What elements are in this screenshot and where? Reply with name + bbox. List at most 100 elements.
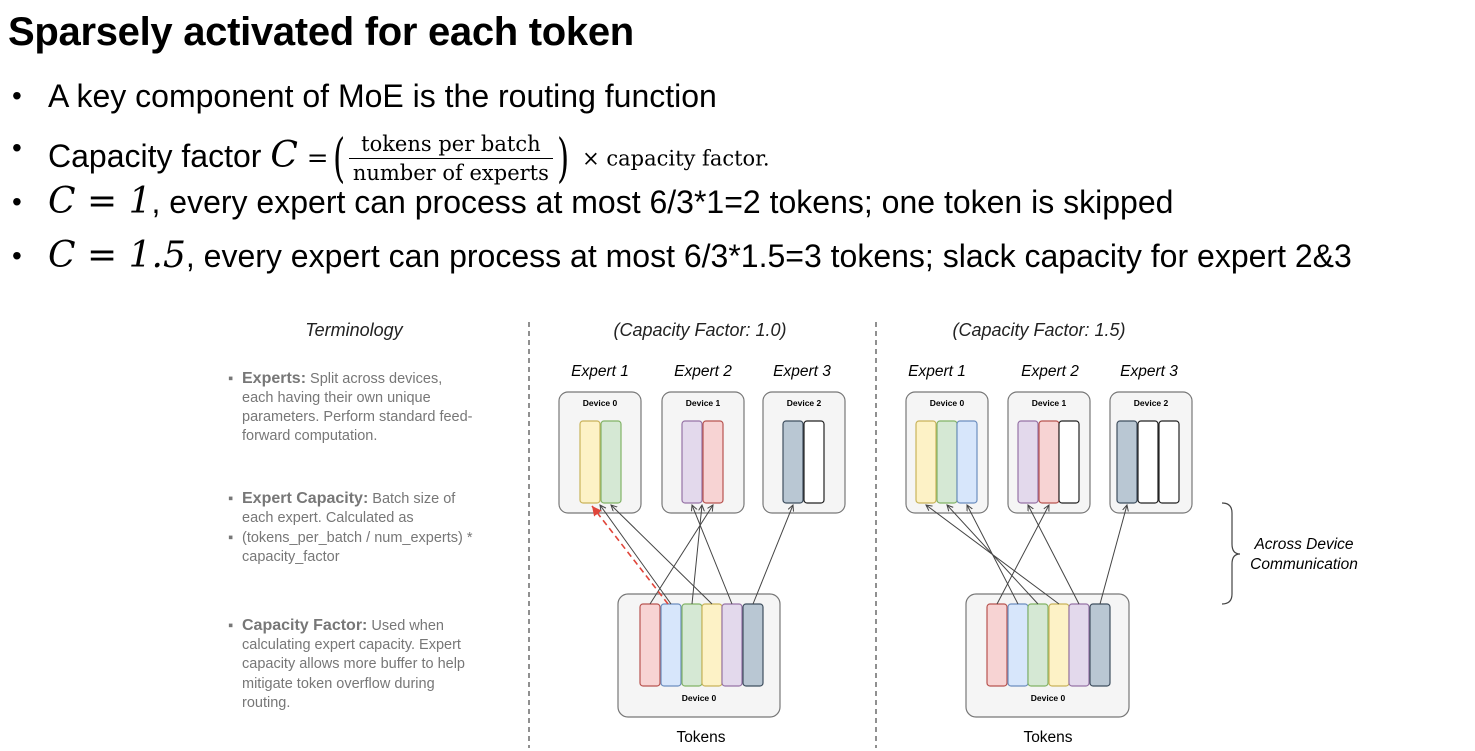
panel2-heading: (Capacity Factor: 1.5) bbox=[952, 320, 1125, 340]
term-bullet-dot: ▪ bbox=[228, 618, 233, 634]
term-bullet-dot: ▪ bbox=[228, 491, 233, 507]
panel2-device1-label: Device 1 bbox=[1032, 398, 1067, 408]
panel2-expert1-label: Expert 1 bbox=[908, 363, 966, 380]
fraction-denominator: number of experts bbox=[352, 161, 549, 185]
term-factor-l4: mitigate token overflow during bbox=[242, 676, 435, 692]
bullet-c1-text: , every expert can process at most 6/3*1… bbox=[151, 184, 1174, 220]
bullet-dot: • bbox=[12, 132, 22, 163]
bullet-dot: • bbox=[12, 240, 22, 271]
term-experts-l4: forward computation. bbox=[242, 428, 377, 444]
panel2-e1-slot-blue bbox=[956, 420, 978, 504]
panel1-expert2-label: Expert 2 bbox=[674, 363, 732, 380]
panel1-tokens-label: Tokens bbox=[676, 729, 725, 746]
panel1-heading: (Capacity Factor: 1.0) bbox=[613, 320, 786, 340]
panel1-routing-arrows bbox=[600, 505, 793, 605]
bullet-routing-text: A key component of MoE is the routing fu… bbox=[48, 78, 717, 114]
term-capacity-bold: Expert Capacity: bbox=[242, 490, 368, 507]
term-experts-l3: parameters. Perform standard feed- bbox=[242, 409, 473, 425]
term-factor-l5: routing. bbox=[242, 695, 290, 711]
panel2-token-red bbox=[986, 603, 1008, 687]
math-c-1-5: C = 1.5 bbox=[48, 235, 186, 276]
panel2-tokens-device-label: Device 0 bbox=[1031, 693, 1066, 703]
panel2-e2-slot-empty bbox=[1058, 420, 1080, 504]
bullet-routing: • A key component of MoE is the routing … bbox=[10, 78, 717, 114]
panel1-token-blue bbox=[660, 603, 682, 687]
panel2-token-slate bbox=[1089, 603, 1111, 687]
panel1-token-slate bbox=[742, 603, 764, 687]
term-experts-l1: Split across devices, bbox=[306, 371, 442, 387]
panel-capacity-1-5: (Capacity Factor: 1.5) Expert 1 Expert 2… bbox=[905, 320, 1193, 746]
panel1-device1-label: Device 1 bbox=[686, 398, 721, 408]
bullet-c15-text: , every expert can process at most 6/3*1… bbox=[185, 238, 1352, 274]
terminology-factor: ▪ Capacity Factor: Used when calculating… bbox=[228, 617, 465, 711]
panel2-e1-slot-green bbox=[936, 420, 958, 504]
term-capacity-l4: capacity_factor bbox=[242, 549, 340, 565]
math-suffix: × capacity factor. bbox=[582, 146, 770, 171]
math-c-1: C = 1 bbox=[48, 181, 152, 222]
terminology-experts: ▪ Experts: Split across devices, each ha… bbox=[228, 370, 473, 444]
panel1-token-purple bbox=[721, 603, 743, 687]
bullet-c-equals-1-5: • C = 1.5, every expert can process at m… bbox=[10, 235, 1352, 276]
panel2-e3-slot-slate bbox=[1116, 420, 1138, 504]
term-experts-l2: each having their own unique bbox=[242, 390, 431, 406]
panel1-device0-label: Device 0 bbox=[583, 398, 618, 408]
panel1-e1-slot-green bbox=[600, 420, 622, 504]
terminology-capacity: ▪ Expert Capacity: Batch size of each ex… bbox=[228, 490, 473, 565]
terminology-heading: Terminology bbox=[305, 320, 403, 340]
panel2-device0-label: Device 0 bbox=[930, 398, 965, 408]
panel2-token-green bbox=[1027, 603, 1049, 687]
math-close-paren: ) bbox=[556, 128, 570, 189]
panel1-tokens-device-label: Device 0 bbox=[682, 693, 717, 703]
panel2-arrow-red bbox=[996, 505, 1049, 605]
panel1-arrow-yellow bbox=[611, 505, 713, 605]
bullet-dot: • bbox=[12, 80, 22, 111]
term-capacity-l1: Batch size of bbox=[368, 491, 456, 507]
term-experts-line1: Experts: Split across devices, bbox=[242, 370, 442, 387]
fraction-numerator: tokens per batch bbox=[348, 130, 553, 159]
panel1-arrow-purple bbox=[692, 505, 733, 605]
panel2-token-blue bbox=[1007, 603, 1029, 687]
panel2-device2-label: Device 2 bbox=[1134, 398, 1169, 408]
term-experts-bold: Experts: bbox=[242, 370, 306, 387]
panel1-expert1-label: Expert 1 bbox=[571, 363, 629, 380]
panel-capacity-1: (Capacity Factor: 1.0) Expert 1 Expert 2… bbox=[558, 320, 846, 746]
panel2-arrow-yellow bbox=[926, 505, 1060, 605]
term-bullet-dot: ▪ bbox=[228, 371, 233, 387]
panel1-arrow-slate bbox=[752, 505, 793, 605]
term-factor-l3: capacity allows more buffer to help bbox=[242, 656, 465, 672]
panel2-e3-slot-empty-b bbox=[1158, 420, 1180, 504]
bullet-dot: • bbox=[12, 186, 22, 217]
panel1-token-green bbox=[681, 603, 703, 687]
term-bullet-dot: ▪ bbox=[228, 530, 233, 546]
brace-label-line1: Across Device bbox=[1253, 536, 1353, 553]
term-factor-bold: Capacity Factor: bbox=[242, 617, 367, 634]
panel1-expert3-label: Expert 3 bbox=[773, 363, 831, 380]
term-capacity-line1: Expert Capacity: Batch size of bbox=[242, 490, 456, 507]
brace-label-line2: Communication bbox=[1250, 556, 1358, 573]
math-var-c: C bbox=[270, 134, 298, 176]
term-capacity-l3: (tokens_per_batch / num_experts) * bbox=[242, 530, 473, 546]
panel1-dropped-token-arrow bbox=[591, 505, 669, 605]
term-factor-l2: calculating expert capacity. Expert bbox=[242, 637, 461, 653]
panel2-routing-arrows bbox=[926, 505, 1127, 605]
math-open-paren: ( bbox=[332, 128, 345, 189]
panel2-e1-slot-yellow bbox=[915, 420, 937, 504]
slide-title: Sparsely activated for each token bbox=[8, 10, 634, 54]
term-factor-l1: Used when bbox=[367, 618, 444, 634]
bullet-capacity-prefix: Capacity factor bbox=[48, 137, 262, 174]
panel1-token-yellow bbox=[701, 603, 723, 687]
panel1-e2-slot-red bbox=[702, 420, 724, 504]
panel2-arrow-purple bbox=[1028, 505, 1080, 605]
panel2-e3-slot-empty-a bbox=[1137, 420, 1159, 504]
term-capacity-l2: each expert. Calculated as bbox=[242, 510, 414, 526]
panel2-arrow-slate bbox=[1099, 505, 1127, 605]
panel2-token-purple bbox=[1068, 603, 1090, 687]
panel1-arrow-blue bbox=[600, 505, 672, 605]
bullet-c-equals-1: • C = 1, every expert can process at mos… bbox=[10, 181, 1174, 222]
panel2-expert3-label: Expert 3 bbox=[1120, 363, 1178, 380]
panel2-expert2-label: Expert 2 bbox=[1021, 363, 1079, 380]
term-factor-line1: Capacity Factor: Used when bbox=[242, 617, 444, 634]
panel1-e2-slot-purple bbox=[681, 420, 703, 504]
